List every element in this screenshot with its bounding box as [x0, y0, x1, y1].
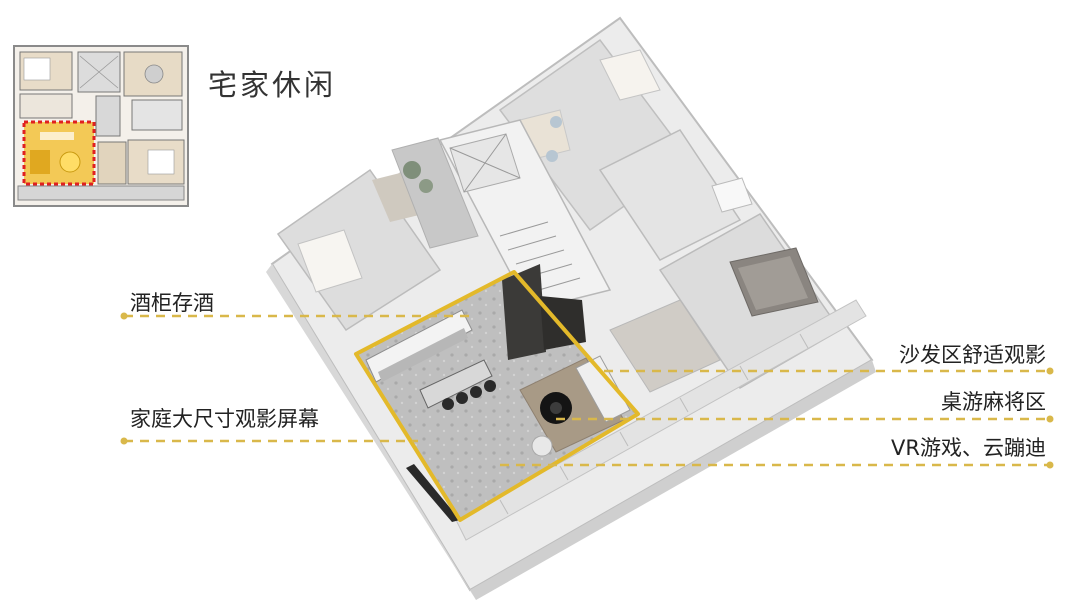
page-title: 宅家休闲	[208, 68, 337, 102]
callout-home-theater-screen: 家庭大尺寸观影屏幕	[130, 407, 319, 431]
callout-mahjong-area: 桌游麻将区	[941, 390, 1046, 414]
callout-wine-cabinet: 酒柜存酒	[130, 291, 214, 315]
callout-vr-gaming: VR游戏、云蹦迪	[891, 436, 1046, 460]
callout-sofa-area: 沙发区舒适观影	[899, 343, 1046, 367]
leisure-zone	[354, 264, 640, 522]
inset-highlight-border	[22, 120, 96, 186]
leader-lines	[124, 314, 1050, 467]
leisure-zone-outline	[354, 270, 640, 522]
leader-dots	[120, 312, 1054, 469]
building	[266, 16, 876, 600]
inset-floor-plan	[13, 45, 189, 207]
